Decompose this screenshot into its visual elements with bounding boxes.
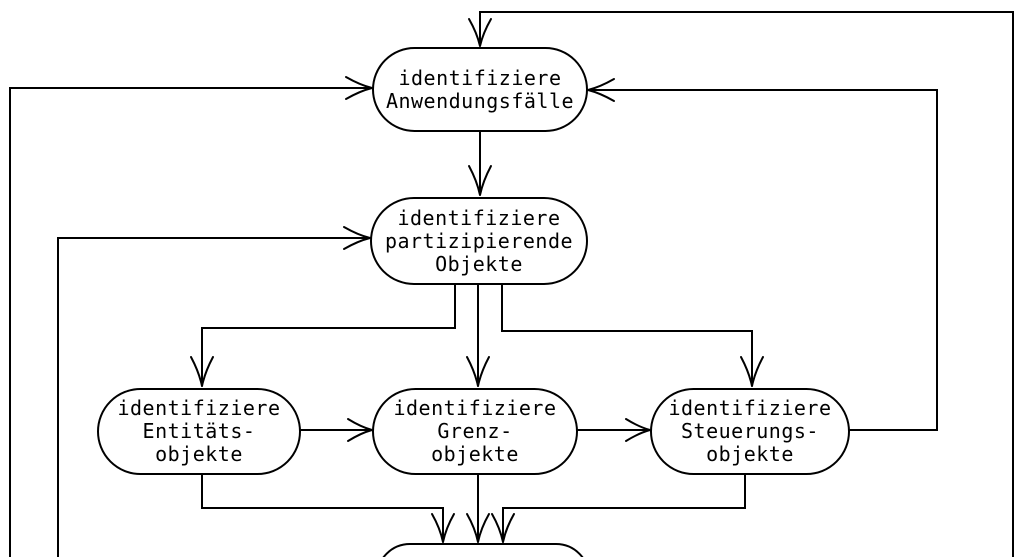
edge-grenz-to-bottom [466, 474, 490, 543]
node-label: identifiziere Anwendungsfälle [385, 65, 575, 113]
node-identifiziere-partizipierende-objekte: identifiziere partizipierende Objekte [370, 197, 588, 285]
node-label: identifiziere Steuerungs- objekte [668, 396, 832, 466]
edge-grenz-to-steuerungs [577, 418, 651, 442]
arrowhead-down-icon [468, 18, 492, 47]
node-label: identifiziere partizipierende Objekte [384, 205, 574, 276]
edge-steuerungs-to-anwendungsfaelle [587, 78, 938, 431]
arrowhead-down-icon [468, 165, 492, 196]
arrowhead-left-icon [587, 78, 615, 102]
edge-entitaets-to-grenz [300, 418, 373, 442]
edge-line [501, 284, 753, 385]
arrowhead-right-icon [347, 418, 373, 442]
arrowhead-down-icon [190, 356, 214, 387]
node-identifiziere-anwendungsfaelle: identifiziere Anwendungsfälle [372, 47, 588, 132]
arrowhead-right-icon [625, 418, 651, 442]
edge-partizipierende-to-grenz [466, 284, 490, 387]
arrowhead-right-icon [345, 76, 373, 100]
arrowhead-right-icon [343, 226, 371, 250]
node-identifiziere-steuerungs-objekte: identifiziere Steuerungs- objekte [650, 388, 850, 475]
edge-line [502, 474, 746, 541]
node-label: identifiziere Entitäts- objekte [117, 396, 281, 466]
edge-line [9, 87, 371, 557]
node-bottom-clipped [376, 543, 590, 557]
edge-line [201, 284, 456, 385]
edge-partizipierende-to-entitaets [190, 284, 456, 387]
arrowhead-down-icon [740, 356, 764, 387]
edge-loop-left-outer-to-anwendungsfaelle [9, 76, 373, 557]
arrowhead-down-icon [431, 513, 455, 543]
node-identifiziere-grenz-objekte: identifiziere Grenz- objekte [372, 388, 578, 475]
edge-line [479, 11, 1014, 557]
edge-steuerungs-to-bottom [491, 474, 746, 543]
edge-entitaets-to-bottom [201, 474, 455, 543]
arrowhead-down-icon [491, 513, 515, 543]
arrowhead-down-icon [466, 513, 490, 543]
edge-line [57, 237, 369, 557]
edge-loop-left-inner-to-partizipierende [57, 226, 371, 557]
edge-line [591, 89, 938, 431]
edge-loop-right-to-anwendungsfaelle-top [468, 11, 1014, 557]
edge-anwendungsfaelle-to-partizipierende [468, 131, 492, 196]
arrowhead-down-icon [466, 356, 490, 387]
edge-partizipierende-to-steuerungs [501, 284, 764, 387]
edge-line [201, 474, 444, 541]
node-identifiziere-entitaets-objekte: identifiziere Entitäts- objekte [97, 388, 301, 475]
node-label: identifiziere Grenz- objekte [393, 396, 557, 466]
